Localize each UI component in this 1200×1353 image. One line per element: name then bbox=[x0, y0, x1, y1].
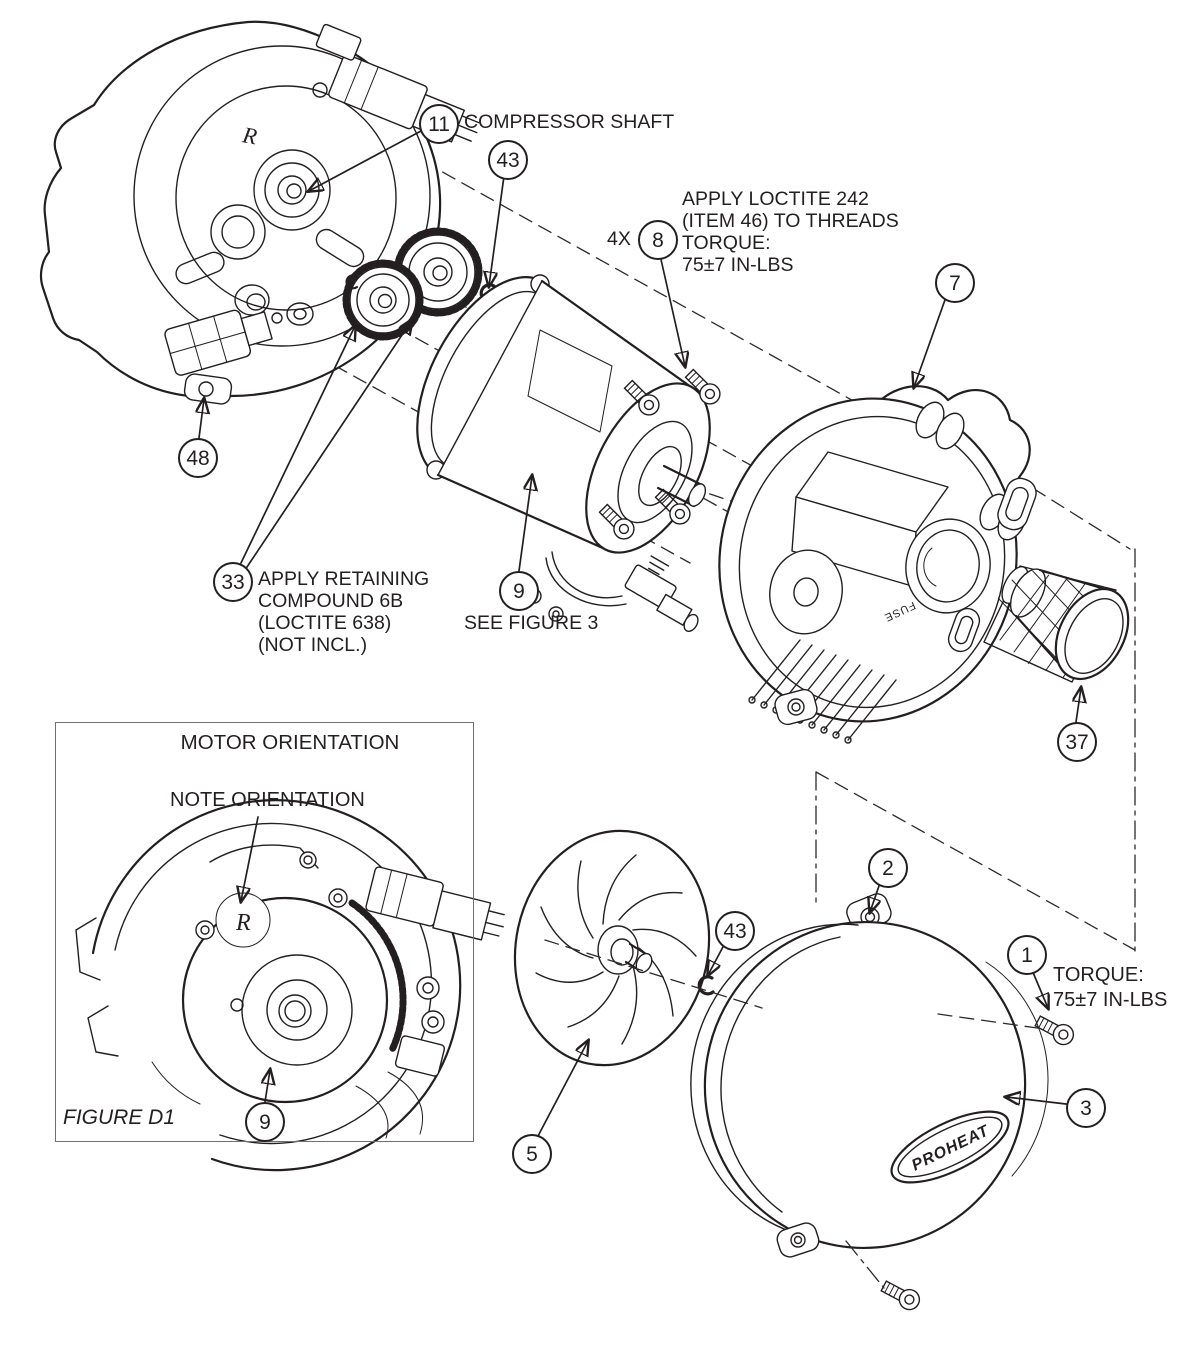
fan-blades bbox=[535, 854, 697, 1045]
callout-5: 5 bbox=[512, 1134, 552, 1174]
construction-lines-front bbox=[544, 939, 1045, 1289]
gear-cluster bbox=[342, 227, 483, 341]
callout-43-mid: 43 bbox=[715, 911, 755, 951]
air-filter bbox=[983, 565, 1130, 683]
inset-title: MOTOR ORIENTATION bbox=[180, 731, 400, 754]
see-figure-3-label: SEE FIGURE 3 bbox=[464, 612, 599, 634]
callout-2: 2 bbox=[868, 848, 908, 888]
housing-r-mark: R bbox=[240, 122, 259, 149]
retaining-compound-note: APPLY RETAINING COMPOUND 6B (LOCTITE 638… bbox=[258, 568, 430, 656]
inset-drawing: R bbox=[75, 799, 505, 1172]
inset-connector bbox=[365, 866, 505, 941]
callout-43-top: 43 bbox=[488, 140, 528, 180]
callout-7: 7 bbox=[935, 263, 975, 303]
inset-r-mark: R bbox=[235, 910, 251, 936]
motor-orientation-inset-frame bbox=[55, 722, 474, 1142]
fan bbox=[513, 829, 711, 1067]
figure-d1-label: FIGURE D1 bbox=[63, 1106, 176, 1129]
callout-3: 3 bbox=[1066, 1088, 1106, 1128]
cover: PROHEAT bbox=[690, 893, 1049, 1258]
callout-11: 11 bbox=[419, 104, 459, 144]
callout-37: 37 bbox=[1057, 722, 1097, 762]
callout-1: 1 bbox=[1007, 935, 1047, 975]
callout-48: 48 bbox=[178, 438, 218, 478]
callout-9-inset: 9 bbox=[245, 1102, 285, 1142]
qty-4x-label: 4X bbox=[607, 228, 631, 250]
compressor-shaft-label: COMPRESSOR SHAFT bbox=[464, 111, 675, 133]
housing-connector-bottom bbox=[164, 309, 273, 376]
rear-housing: FUSE bbox=[718, 385, 1037, 744]
leader-lines bbox=[199, 130, 1081, 1137]
callout-9-main: 9 bbox=[499, 571, 539, 611]
torque-note: TORQUE: 75±7 IN-LBS bbox=[1053, 964, 1168, 1011]
callout-33: 33 bbox=[213, 562, 253, 602]
retaining-ring-icon bbox=[345, 274, 359, 290]
gear-small bbox=[342, 259, 424, 341]
note-orientation-label: NOTE ORIENTATION bbox=[170, 789, 365, 811]
main-housing: R bbox=[39, 20, 480, 405]
loctite-note: APPLY LOCTITE 242 (ITEM 46) TO THREADS T… bbox=[682, 188, 899, 276]
inset-gear-arc bbox=[348, 899, 407, 1054]
screw-bottom bbox=[878, 1276, 924, 1314]
callout-8: 8 bbox=[638, 220, 678, 260]
